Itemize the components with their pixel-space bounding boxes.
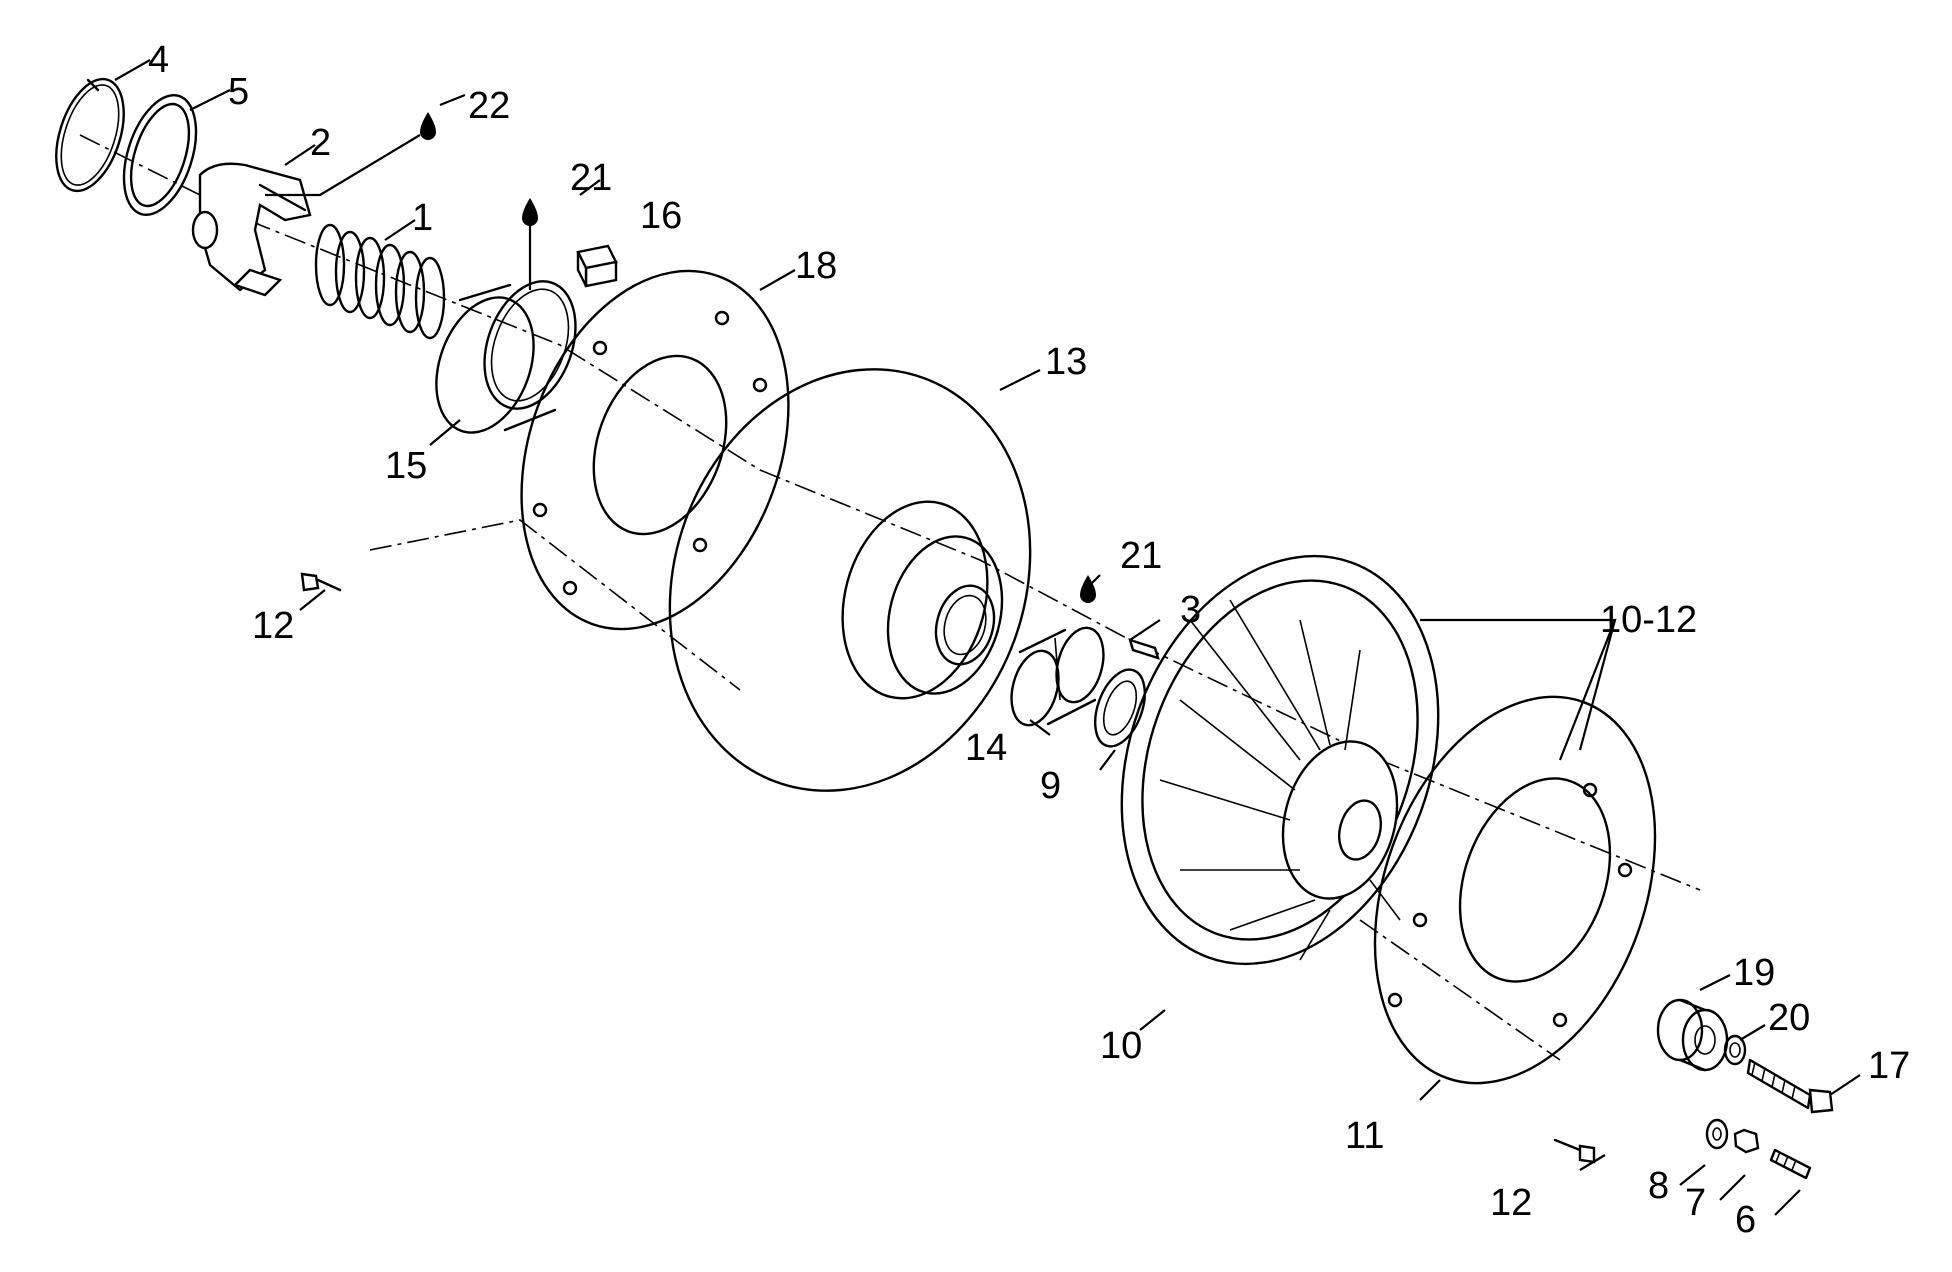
part-11-back-plate bbox=[1373, 695, 1657, 1085]
part-7-nut bbox=[1733, 1128, 1760, 1154]
label-16: 16 bbox=[640, 195, 682, 237]
label-14: 14 bbox=[965, 727, 1007, 769]
label-7: 7 bbox=[1685, 1182, 1706, 1224]
leader-lines bbox=[114, 59, 1861, 1216]
part-14-bushing bbox=[1010, 626, 1105, 727]
part-17-bolt bbox=[1746, 1058, 1834, 1114]
part-5-washer-ring bbox=[122, 94, 198, 216]
part-6-screw bbox=[1769, 1148, 1812, 1180]
label-3: 3 bbox=[1180, 589, 1201, 631]
label-18: 18 bbox=[795, 245, 837, 287]
part-16-slider-block bbox=[576, 244, 618, 288]
part-labels: 4 5 22 2 21 1 16 18 13 15 12 21 3 10-12 … bbox=[148, 39, 1910, 1241]
label-20: 20 bbox=[1768, 997, 1810, 1039]
part-8-washer bbox=[1705, 1118, 1729, 1150]
label-19: 19 bbox=[1733, 952, 1775, 994]
part-12-screw-left bbox=[300, 572, 342, 592]
label-2: 2 bbox=[310, 122, 331, 164]
label-1: 1 bbox=[412, 197, 433, 239]
label-10-12: 10-12 bbox=[1600, 599, 1697, 641]
label-10: 10 bbox=[1100, 1025, 1142, 1067]
part-1-spring bbox=[314, 223, 446, 340]
label-12-right: 12 bbox=[1490, 1182, 1532, 1224]
label-8: 8 bbox=[1648, 1165, 1669, 1207]
part-19-spacer bbox=[1656, 998, 1729, 1072]
label-4: 4 bbox=[148, 39, 169, 81]
label-5: 5 bbox=[228, 71, 249, 113]
label-21-top: 21 bbox=[570, 157, 612, 199]
label-13: 13 bbox=[1045, 341, 1087, 383]
part-2-cam bbox=[191, 162, 312, 297]
center-axis-lines bbox=[79, 134, 1701, 1061]
label-22: 22 bbox=[468, 85, 510, 127]
label-17: 17 bbox=[1868, 1045, 1910, 1087]
part-10-fixed-sheave bbox=[1120, 554, 1440, 966]
oil-drop-icon bbox=[420, 112, 436, 140]
label-9: 9 bbox=[1040, 765, 1061, 807]
part-20-small-washer bbox=[1723, 1034, 1747, 1066]
oil-drop-icon bbox=[1080, 575, 1096, 603]
label-12-left: 12 bbox=[252, 605, 294, 647]
part-4-snap-ring bbox=[55, 77, 125, 193]
part-3-key bbox=[1128, 638, 1160, 660]
label-6: 6 bbox=[1735, 1199, 1756, 1241]
label-15: 15 bbox=[385, 445, 427, 487]
part-18-disc bbox=[520, 269, 790, 631]
part-12-screw-right bbox=[1553, 1138, 1596, 1164]
label-21-mid: 21 bbox=[1120, 535, 1162, 577]
part-9-washer bbox=[1094, 668, 1146, 748]
part-13-sheave bbox=[668, 368, 1032, 792]
label-11: 11 bbox=[1345, 1115, 1384, 1157]
oil-drop-icon bbox=[522, 198, 538, 226]
part-15-sleeve bbox=[435, 280, 577, 434]
